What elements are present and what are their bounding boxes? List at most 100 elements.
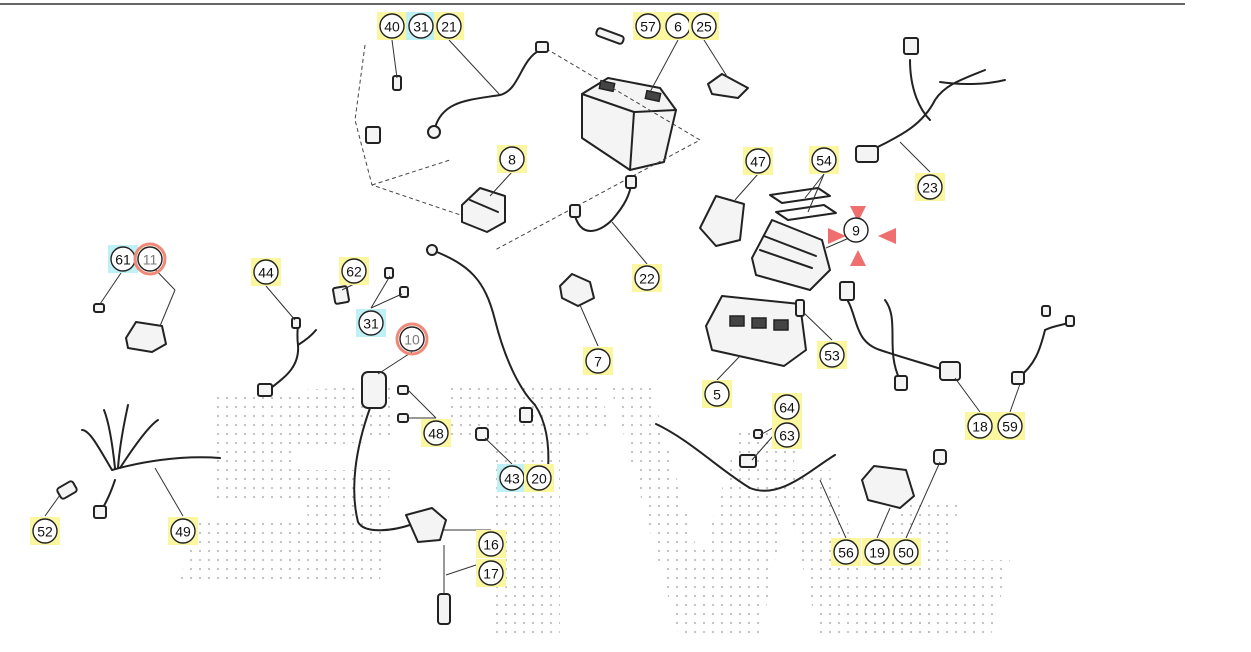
callout-62[interactable]: 62 <box>339 257 369 285</box>
callout-number: 62 <box>346 264 362 280</box>
callout-53[interactable]: 53 <box>817 341 847 369</box>
clip-part[interactable] <box>332 285 350 305</box>
switch-part[interactable] <box>56 480 78 500</box>
cdi-cover-part[interactable] <box>699 195 745 247</box>
bracket-part[interactable] <box>707 73 749 99</box>
nut-part[interactable] <box>384 267 409 298</box>
callout-number: 52 <box>37 524 53 540</box>
callout-number: 11 <box>143 252 158 268</box>
gasket-part[interactable] <box>769 187 837 221</box>
callout-number: 54 <box>816 153 832 169</box>
callout-circle <box>634 265 660 291</box>
callout-circle <box>137 246 163 272</box>
ignition-coil-part[interactable] <box>353 371 451 625</box>
sensor-part[interactable] <box>93 303 167 353</box>
selection-arrow-left <box>828 228 846 244</box>
callout-31[interactable]: 31 <box>406 12 436 40</box>
horn-part[interactable] <box>861 449 947 509</box>
callout-23[interactable]: 23 <box>915 173 945 201</box>
callout-17[interactable]: 17 <box>476 559 506 587</box>
callout-22[interactable]: 22 <box>632 264 662 292</box>
starter-cable-part[interactable] <box>426 244 550 471</box>
callout-48[interactable]: 48 <box>421 419 451 447</box>
callout-circle <box>423 420 449 446</box>
callout-59[interactable]: 59 <box>995 412 1025 440</box>
callout-56[interactable]: 56 <box>831 538 861 566</box>
callout-circle <box>436 13 462 39</box>
callout-circle <box>819 342 845 368</box>
callout-orange-ring <box>395 322 429 356</box>
selection-arrow-bottom <box>850 250 866 266</box>
callout-64[interactable]: 64 <box>772 393 802 421</box>
callout-number: 19 <box>869 545 885 561</box>
callout-8[interactable]: 8 <box>497 145 527 173</box>
sub-harness-part[interactable] <box>839 281 961 391</box>
cable-56-part[interactable] <box>655 423 836 492</box>
selection-arrow-right <box>878 228 896 244</box>
callout-circle <box>499 146 525 172</box>
callout-25[interactable]: 25 <box>689 12 719 40</box>
fuse-box-part[interactable] <box>705 295 807 367</box>
rubber-mount-part[interactable] <box>559 273 595 307</box>
callout-number: 61 <box>115 252 131 268</box>
callout-number: 57 <box>640 19 656 35</box>
callout-circle <box>635 13 661 39</box>
callout-57[interactable]: 57 <box>633 12 663 40</box>
callout-number: 31 <box>363 316 379 332</box>
callout-19[interactable]: 19 <box>862 538 892 566</box>
starter-relay-part[interactable] <box>461 187 506 233</box>
cdi-unit-part[interactable] <box>751 219 831 291</box>
callout-6[interactable]: 6 <box>663 12 693 40</box>
callout-circle <box>253 259 279 285</box>
callout-18[interactable]: 18 <box>965 412 995 440</box>
callout-63[interactable]: 63 <box>772 421 802 449</box>
callout-circle <box>704 381 730 407</box>
callout-5[interactable]: 5 <box>702 380 732 408</box>
callout-number: 10 <box>404 332 420 348</box>
callout-20[interactable]: 20 <box>524 464 554 492</box>
callout-9[interactable]: 9 <box>843 217 869 243</box>
negative-cable-part[interactable] <box>569 175 637 232</box>
callout-circle <box>893 539 919 565</box>
callout-11[interactable]: 11 <box>133 242 167 276</box>
callout-number: 20 <box>531 471 547 487</box>
callout-43[interactable]: 43 <box>497 464 527 492</box>
battery-part[interactable] <box>581 77 677 171</box>
coil-bolts-part[interactable] <box>397 385 409 423</box>
bolt-part[interactable] <box>365 75 402 144</box>
switch-harness-part[interactable] <box>257 317 317 397</box>
callout-52[interactable]: 52 <box>30 517 60 545</box>
callout-44[interactable]: 44 <box>251 258 281 286</box>
callout-circle <box>399 326 425 352</box>
battery-dashed-outline <box>354 44 702 251</box>
callout-number: 23 <box>922 180 938 196</box>
callout-circle <box>478 560 504 586</box>
selection-marker <box>828 206 896 266</box>
tail-harness-part[interactable] <box>1011 305 1075 385</box>
pin-part[interactable] <box>595 27 625 45</box>
callout-7[interactable]: 7 <box>583 347 613 375</box>
callout-circle <box>379 13 405 39</box>
callout-16[interactable]: 16 <box>476 530 506 558</box>
battery-cable-part[interactable] <box>427 41 549 139</box>
selection-arrow-top <box>850 206 866 222</box>
handlebar-harness-part[interactable] <box>81 404 221 519</box>
callout-21[interactable]: 21 <box>434 12 464 40</box>
nut-43-part[interactable] <box>475 427 489 441</box>
callout-circle <box>843 217 869 243</box>
callout-49[interactable]: 49 <box>168 517 198 545</box>
callout-61[interactable]: 61 <box>108 245 138 273</box>
callout-50[interactable]: 50 <box>891 538 921 566</box>
callout-circle <box>408 13 434 39</box>
callout-number: 56 <box>838 545 854 561</box>
callout-circle <box>478 531 504 557</box>
callout-31[interactable]: 31 <box>356 309 386 337</box>
callout-circle <box>341 258 367 284</box>
callout-40[interactable]: 40 <box>377 12 407 40</box>
main-harness-part[interactable] <box>855 37 1006 163</box>
callout-10[interactable]: 10 <box>395 322 429 356</box>
callout-number: 22 <box>639 271 655 287</box>
callout-number: 5 <box>713 387 721 403</box>
callout-54[interactable]: 54 <box>809 146 839 174</box>
callout-47[interactable]: 47 <box>743 147 773 175</box>
